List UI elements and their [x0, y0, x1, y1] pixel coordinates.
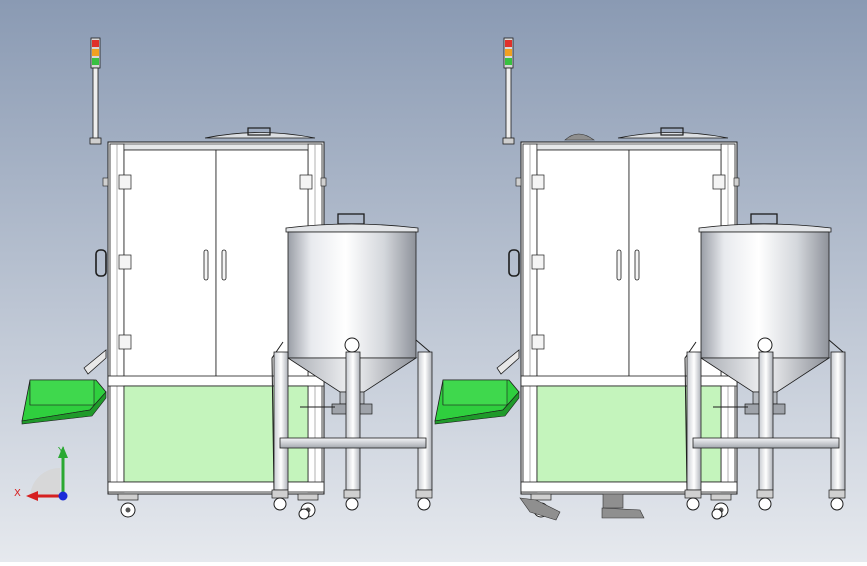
green-tray: [434, 379, 520, 425]
left-door[interactable]: [123, 149, 217, 379]
y-axis-label: Y: [57, 446, 65, 457]
top-lid: [204, 127, 316, 139]
left-door[interactable]: [536, 149, 630, 379]
cabinet-mid-rail: [107, 375, 325, 387]
hopper-stand: [684, 337, 846, 520]
signal-light-red: [505, 40, 512, 47]
signal-tower: [89, 37, 102, 145]
machine-assembly-left[interactable]: [21, 37, 433, 520]
signal-light-red: [92, 40, 99, 47]
signal-tower: [502, 37, 515, 145]
green-tray: [21, 379, 107, 425]
door-handle-left: [203, 249, 209, 281]
cabinet-mid-rail: [520, 375, 738, 387]
door-handle-right: [634, 249, 640, 281]
axis-triad: X Y: [14, 446, 68, 501]
hopper-stand: [271, 337, 433, 520]
machine-assembly-right[interactable]: [434, 37, 846, 520]
cabinet-doors[interactable]: [536, 149, 722, 379]
operator-figure: [519, 133, 645, 521]
signal-light-green: [505, 58, 512, 65]
door-hinges: [515, 174, 740, 350]
top-lid: [617, 127, 729, 139]
discharge-chute: [496, 349, 520, 375]
signal-light-amber: [92, 49, 99, 56]
x-axis-label: X: [14, 488, 21, 499]
side-handle: [508, 249, 520, 277]
side-handle: [95, 249, 107, 277]
discharge-chute: [83, 349, 107, 375]
door-handle-left: [616, 249, 622, 281]
cabinet-doors[interactable]: [123, 149, 309, 379]
signal-light-green: [92, 58, 99, 65]
door-hinges: [102, 174, 327, 350]
signal-light-amber: [505, 49, 512, 56]
door-handle-right: [221, 249, 227, 281]
